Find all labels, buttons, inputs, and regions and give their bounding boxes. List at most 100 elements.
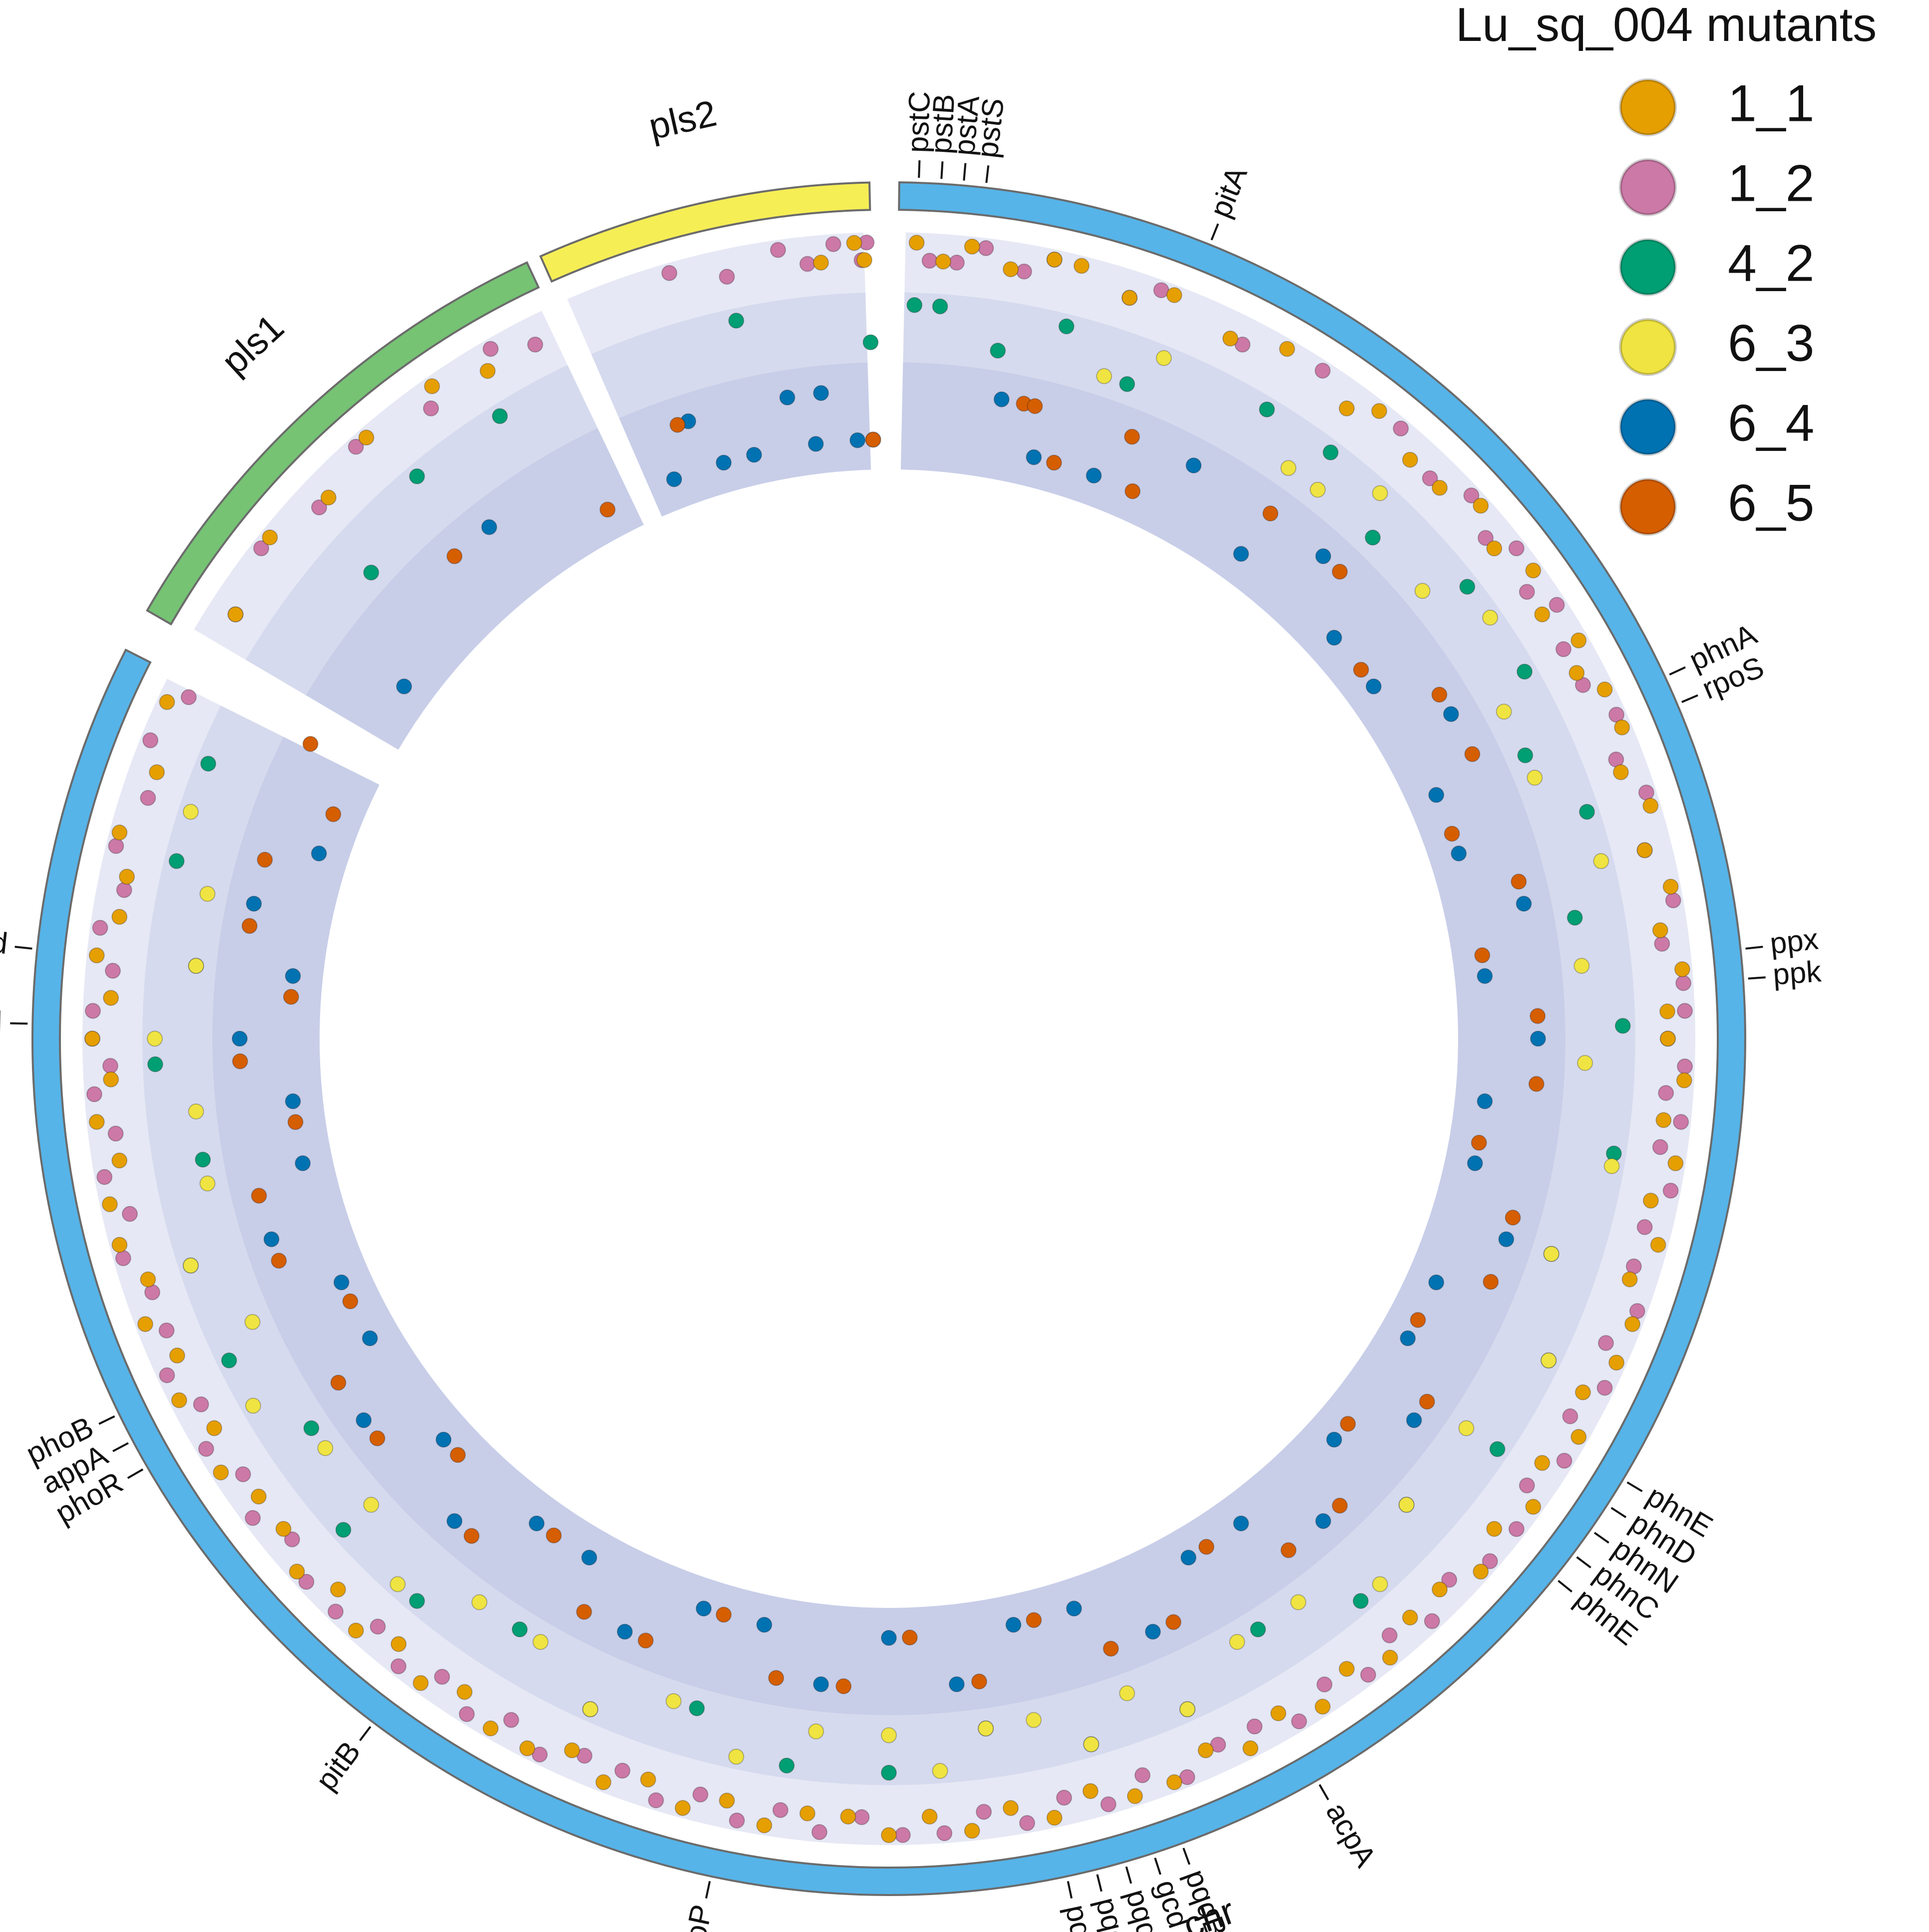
point-6_5 [271,1252,287,1269]
point-1_2 [894,1827,911,1843]
point-6_5 [241,918,258,934]
point-6_4 [666,471,682,487]
point-1_2 [719,269,735,285]
legend-label-6_5: 6_5 [1728,474,1815,532]
point-1_2 [1548,597,1565,613]
point-6_5 [599,501,616,518]
point-1_2 [1508,540,1525,557]
point-1_1 [1642,1192,1659,1209]
point-1_2 [84,1003,101,1019]
point-4_2 [168,853,185,869]
point-1_1 [140,1271,156,1288]
point-4_2 [1614,1018,1631,1034]
point-1_1 [289,1563,305,1580]
point-1_2 [104,963,121,979]
point-1_1 [84,1031,100,1047]
gene-label-pstB: pstB [924,93,961,155]
point-6_3 [881,1727,897,1743]
point-1_2 [1019,1815,1035,1831]
gene-labels: pstCpstBpstApstSpitAphnArpoSppxppkphnEph… [0,90,1823,1932]
point-1_2 [96,1168,113,1185]
point-1_2 [825,236,841,252]
point-1_1 [169,1347,185,1364]
point-1_1 [1473,497,1489,514]
point-1_1 [149,764,165,780]
point-1_2 [193,1396,209,1413]
point-6_4 [528,1515,545,1532]
point-1_2 [116,882,132,898]
track-1-pls1 [194,311,568,660]
gene-label-acpA: acpA [1320,1797,1383,1873]
point-1_2 [1422,470,1438,486]
point-1_2 [235,1466,251,1483]
point-4_2 [1517,664,1533,680]
point-6_4 [263,1231,280,1247]
point-1_2 [1654,935,1670,952]
point-1_2 [1673,1114,1689,1130]
gene-label-gcd: gcd [0,922,9,960]
point-1_1 [964,1823,980,1839]
point-6_5 [576,1603,592,1620]
point-1_2 [1562,1408,1578,1425]
point-6_4 [1516,895,1532,912]
gene-tick-phoB [98,1415,115,1425]
point-1_1 [921,1808,938,1825]
gene-tick-phnD [1610,1507,1627,1519]
point-6_4 [746,446,763,463]
point-6_4 [1005,1616,1022,1633]
point-1_1 [101,1196,118,1212]
point-6_3 [182,803,199,820]
point-1_1 [1534,1455,1550,1471]
point-1_2 [1291,1713,1307,1730]
point-6_5 [1483,1273,1499,1290]
point-4_2 [409,468,425,484]
point-1_2 [108,838,124,854]
point-1_1 [1624,1316,1641,1332]
point-1_2 [121,1205,138,1222]
point-6_3 [1096,368,1113,385]
point-4_2 [1566,909,1583,926]
gene-tick-phnA [1669,666,1686,676]
point-1_1 [1314,1698,1331,1715]
point-6_4 [849,432,866,448]
point-1_2 [1675,975,1692,991]
track-2-pls1 [245,365,598,696]
legend-swatch-6_5 [1619,478,1677,536]
point-1_2 [1360,1666,1376,1683]
gene-tick-pqqE [1125,1866,1133,1884]
point-6_3 [1156,350,1172,367]
point-1_1 [1596,681,1613,698]
point-6_5 [1444,825,1460,842]
point-6_5 [287,1114,304,1131]
point-1_1 [1279,341,1295,357]
point-4_2 [1459,578,1476,595]
gene-label-pstC: pstC [901,90,936,153]
point-6_4 [881,1630,897,1646]
point-6_3 [1482,609,1499,626]
gene-tick-phnE [1626,1481,1643,1493]
point-1_1 [479,363,496,379]
point-1_1 [1570,1429,1587,1445]
point-6_4 [716,454,732,471]
point-6_3 [244,1314,261,1330]
point-1_1 [1003,1800,1019,1816]
gene-tick-gcd [14,946,32,950]
point-1_1 [1621,1271,1638,1288]
point-1_2 [245,1510,261,1526]
point-6_5 [768,1670,784,1686]
gene-tick-pstA [963,163,967,181]
point-1_1 [111,908,128,925]
point-6_5 [251,1187,267,1204]
point-1_2 [1100,1796,1117,1813]
point-6_4 [1233,546,1249,562]
point-1_1 [213,1464,229,1481]
point-6_4 [696,1600,712,1617]
point-1_2 [298,1573,315,1590]
point-1_2 [1597,1335,1614,1351]
point-1_1 [1166,287,1182,303]
point-6_5 [1431,687,1448,703]
gene-tick-phnN [1593,1532,1609,1544]
point-1_1 [275,1521,292,1537]
point-1_1 [1642,797,1659,814]
point-4_2 [1352,1593,1369,1609]
